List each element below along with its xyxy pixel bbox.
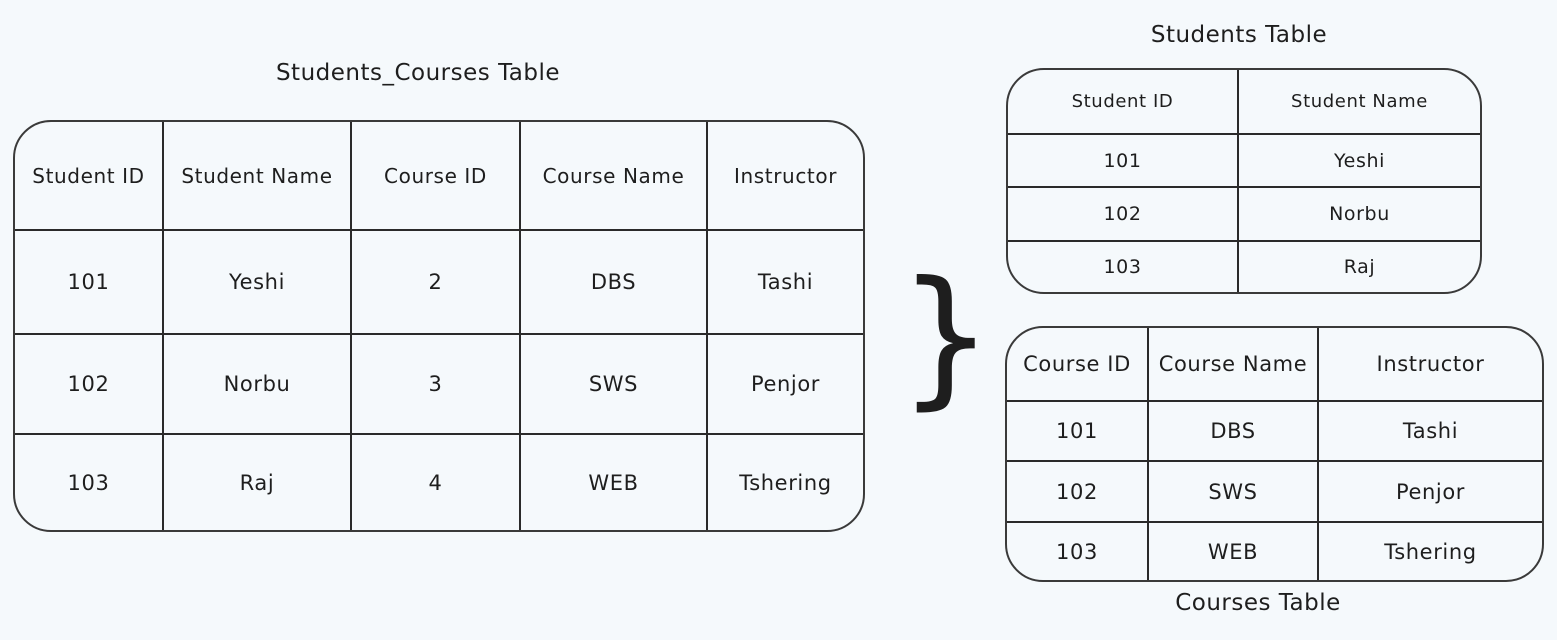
table-cell: Raj bbox=[162, 433, 351, 530]
students-title: Students Table bbox=[1150, 22, 1328, 48]
table-header-row: Student ID Student Name bbox=[1008, 70, 1480, 134]
table-cell: 102 bbox=[1008, 186, 1238, 241]
students-table: Student ID Student Name 101 Yeshi 102 No… bbox=[1006, 68, 1482, 294]
table-cell: Yeshi bbox=[162, 229, 351, 334]
table-row: 101 Yeshi 2 DBS Tashi bbox=[15, 229, 863, 334]
students-courses-table: Student ID Student Name Course ID Course… bbox=[13, 120, 865, 532]
table-cell: WEB bbox=[1147, 521, 1318, 580]
table-row: 101 Yeshi bbox=[1008, 133, 1480, 187]
table-cell: 2 bbox=[350, 229, 520, 334]
table-cell: DBS bbox=[1147, 400, 1318, 461]
table-cell: Yeshi bbox=[1237, 133, 1480, 187]
header-cell: Course ID bbox=[1023, 352, 1131, 376]
header-cell: Student Name bbox=[162, 122, 351, 230]
table-row: 101 DBS Tashi bbox=[1007, 400, 1542, 461]
header-cell: Student Name bbox=[1237, 70, 1480, 134]
table-cell: 103 bbox=[15, 433, 163, 530]
table-row: 102 Norbu bbox=[1008, 186, 1480, 241]
table-row: 103 Raj bbox=[1008, 240, 1480, 292]
table-cell: Norbu bbox=[162, 333, 351, 434]
table-cell: 3 bbox=[350, 333, 520, 434]
header-cell: Student ID bbox=[32, 163, 145, 188]
table-cell: Norbu bbox=[1237, 186, 1480, 241]
header-cell: Course Name bbox=[519, 122, 707, 230]
header-cell: Course Name bbox=[1147, 328, 1318, 401]
table-header-row: Course ID Course Name Instructor bbox=[1007, 328, 1542, 401]
table-cell: 103 bbox=[1007, 521, 1148, 580]
table-cell: Raj bbox=[1237, 240, 1480, 292]
table-header-row: Student ID Student Name Course ID Course… bbox=[15, 122, 863, 230]
table-row: 102 Norbu 3 SWS Penjor bbox=[15, 333, 863, 434]
table-cell: Tshering bbox=[706, 433, 863, 530]
table-cell: DBS bbox=[519, 229, 707, 334]
table-row: 103 Raj 4 WEB Tshering bbox=[15, 433, 863, 530]
table-cell: 103 bbox=[1008, 240, 1238, 292]
table-cell: Tshering bbox=[1317, 521, 1542, 580]
courses-title: Courses Table bbox=[1175, 590, 1341, 616]
table-cell: 101 bbox=[1007, 400, 1148, 461]
table-cell: 101 bbox=[1008, 133, 1238, 187]
header-cell: Instructor bbox=[706, 122, 863, 230]
courses-table: Course ID Course Name Instructor 101 DBS… bbox=[1005, 326, 1544, 582]
table-row: 103 WEB Tshering bbox=[1007, 521, 1542, 580]
table-cell: 102 bbox=[15, 333, 163, 434]
table-cell: Tashi bbox=[1317, 400, 1542, 461]
students-courses-title: Students_Courses Table bbox=[275, 60, 561, 86]
table-cell: 4 bbox=[350, 433, 520, 530]
table-cell: Penjor bbox=[706, 333, 863, 434]
table-cell: 101 bbox=[15, 229, 163, 334]
header-cell: Student ID bbox=[1071, 91, 1174, 112]
header-cell: Course ID bbox=[350, 122, 520, 230]
table-cell: WEB bbox=[519, 433, 707, 530]
decomposition-brace: } bbox=[898, 250, 994, 424]
table-cell: SWS bbox=[519, 333, 707, 434]
table-row: 102 SWS Penjor bbox=[1007, 460, 1542, 522]
table-cell: SWS bbox=[1147, 460, 1318, 522]
table-cell: 102 bbox=[1007, 460, 1148, 522]
header-cell: Instructor bbox=[1317, 328, 1542, 401]
table-cell: Penjor bbox=[1317, 460, 1542, 522]
table-cell: Tashi bbox=[706, 229, 863, 334]
